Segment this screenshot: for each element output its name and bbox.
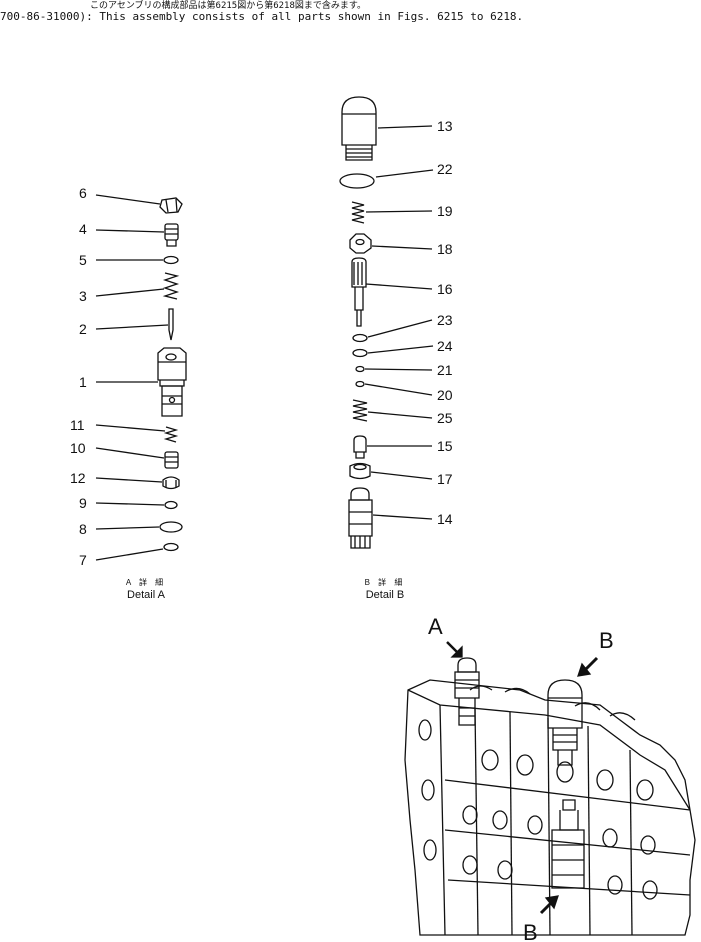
detail-b-caption: B 詳 細 Detail B	[345, 576, 425, 602]
detail-b-parts	[340, 97, 376, 548]
marker-b-bottom: B	[523, 920, 538, 942]
part-10	[165, 452, 178, 468]
assembly-arrows	[447, 642, 597, 913]
detail-b-callouts: 13 22 19 18 16 23 24 21 20 25 15 17 14	[437, 118, 453, 527]
part-9-oring	[165, 502, 177, 509]
detail-b-caption-en: Detail B	[365, 589, 405, 601]
part-16-spool	[352, 258, 366, 326]
part-3-spring	[165, 273, 177, 299]
part-15-poppet	[354, 436, 366, 452]
callout-11: 11	[70, 417, 85, 433]
callout-15: 15	[437, 438, 453, 454]
part-19-spring	[352, 202, 364, 223]
callout-8: 8	[79, 521, 87, 537]
callout-22: 22	[437, 161, 453, 177]
callout-4: 4	[79, 221, 87, 237]
detail-b-caption-jp: B 詳 細	[364, 578, 406, 587]
callout-7: 7	[79, 552, 87, 568]
callout-23: 23	[437, 312, 453, 328]
callout-1: 1	[79, 374, 87, 390]
callout-19: 19	[437, 203, 453, 219]
callout-25: 25	[437, 410, 453, 426]
callout-14: 14	[437, 511, 453, 527]
part-23-oring	[353, 335, 367, 342]
part-6-nut	[160, 198, 182, 213]
part-8-oring	[160, 522, 182, 532]
detail-a-leaders	[96, 195, 168, 560]
part-12-cap	[163, 477, 179, 489]
part-2-needle	[169, 309, 173, 340]
marker-a: A	[428, 614, 443, 639]
part-24-oring	[353, 350, 367, 357]
detail-a-parts	[158, 198, 186, 551]
marker-b-top: B	[599, 628, 614, 653]
callout-5: 5	[79, 252, 87, 268]
part-21-ring	[356, 367, 364, 372]
detail-a-caption: A 詳 細 Detail A	[106, 576, 186, 602]
part-1-body	[158, 348, 186, 416]
callout-10: 10	[70, 440, 86, 456]
header-japanese: このアセンブリの構成部品は第6215図から第6218図まで含みます。	[90, 1, 366, 11]
detail-b-leaders	[365, 126, 433, 519]
part-11-spring	[166, 427, 176, 442]
assembly-valve-a	[455, 658, 479, 725]
part-22-oring	[340, 174, 374, 188]
detail-a-caption-jp: A 詳 細	[125, 578, 167, 587]
part-25-spring	[353, 400, 367, 421]
part-18-nut	[350, 234, 371, 253]
detail-a-callouts: 6 4 5 3 2 1 11 10 12 9 8 7	[70, 185, 87, 568]
callout-13: 13	[437, 118, 453, 134]
callout-2: 2	[79, 321, 87, 337]
callout-3: 3	[79, 288, 87, 304]
part-14-sleeve	[349, 488, 372, 548]
callout-20: 20	[437, 387, 453, 403]
part-20-ring	[356, 382, 364, 387]
header-english: 700-86-31000): This assembly consists of…	[0, 10, 524, 23]
callout-9: 9	[79, 495, 87, 511]
assembly-markers: A B B	[428, 614, 614, 942]
callout-21: 21	[437, 362, 453, 378]
assembly-valve-b-lower	[552, 800, 584, 888]
part-7-oring	[164, 544, 178, 551]
part-17-collar	[350, 464, 370, 479]
detail-a-caption-en: Detail A	[127, 589, 165, 601]
callout-16: 16	[437, 281, 453, 297]
assembly-valve-b-top	[548, 680, 582, 765]
callout-12: 12	[70, 470, 86, 486]
callout-24: 24	[437, 338, 453, 354]
part-13-cap	[342, 97, 376, 160]
valve-assembly	[405, 658, 695, 935]
callout-18: 18	[437, 241, 453, 257]
part-5-oring	[164, 257, 178, 264]
callout-17: 17	[437, 471, 453, 487]
callout-6: 6	[79, 185, 87, 201]
part-4	[165, 224, 178, 240]
